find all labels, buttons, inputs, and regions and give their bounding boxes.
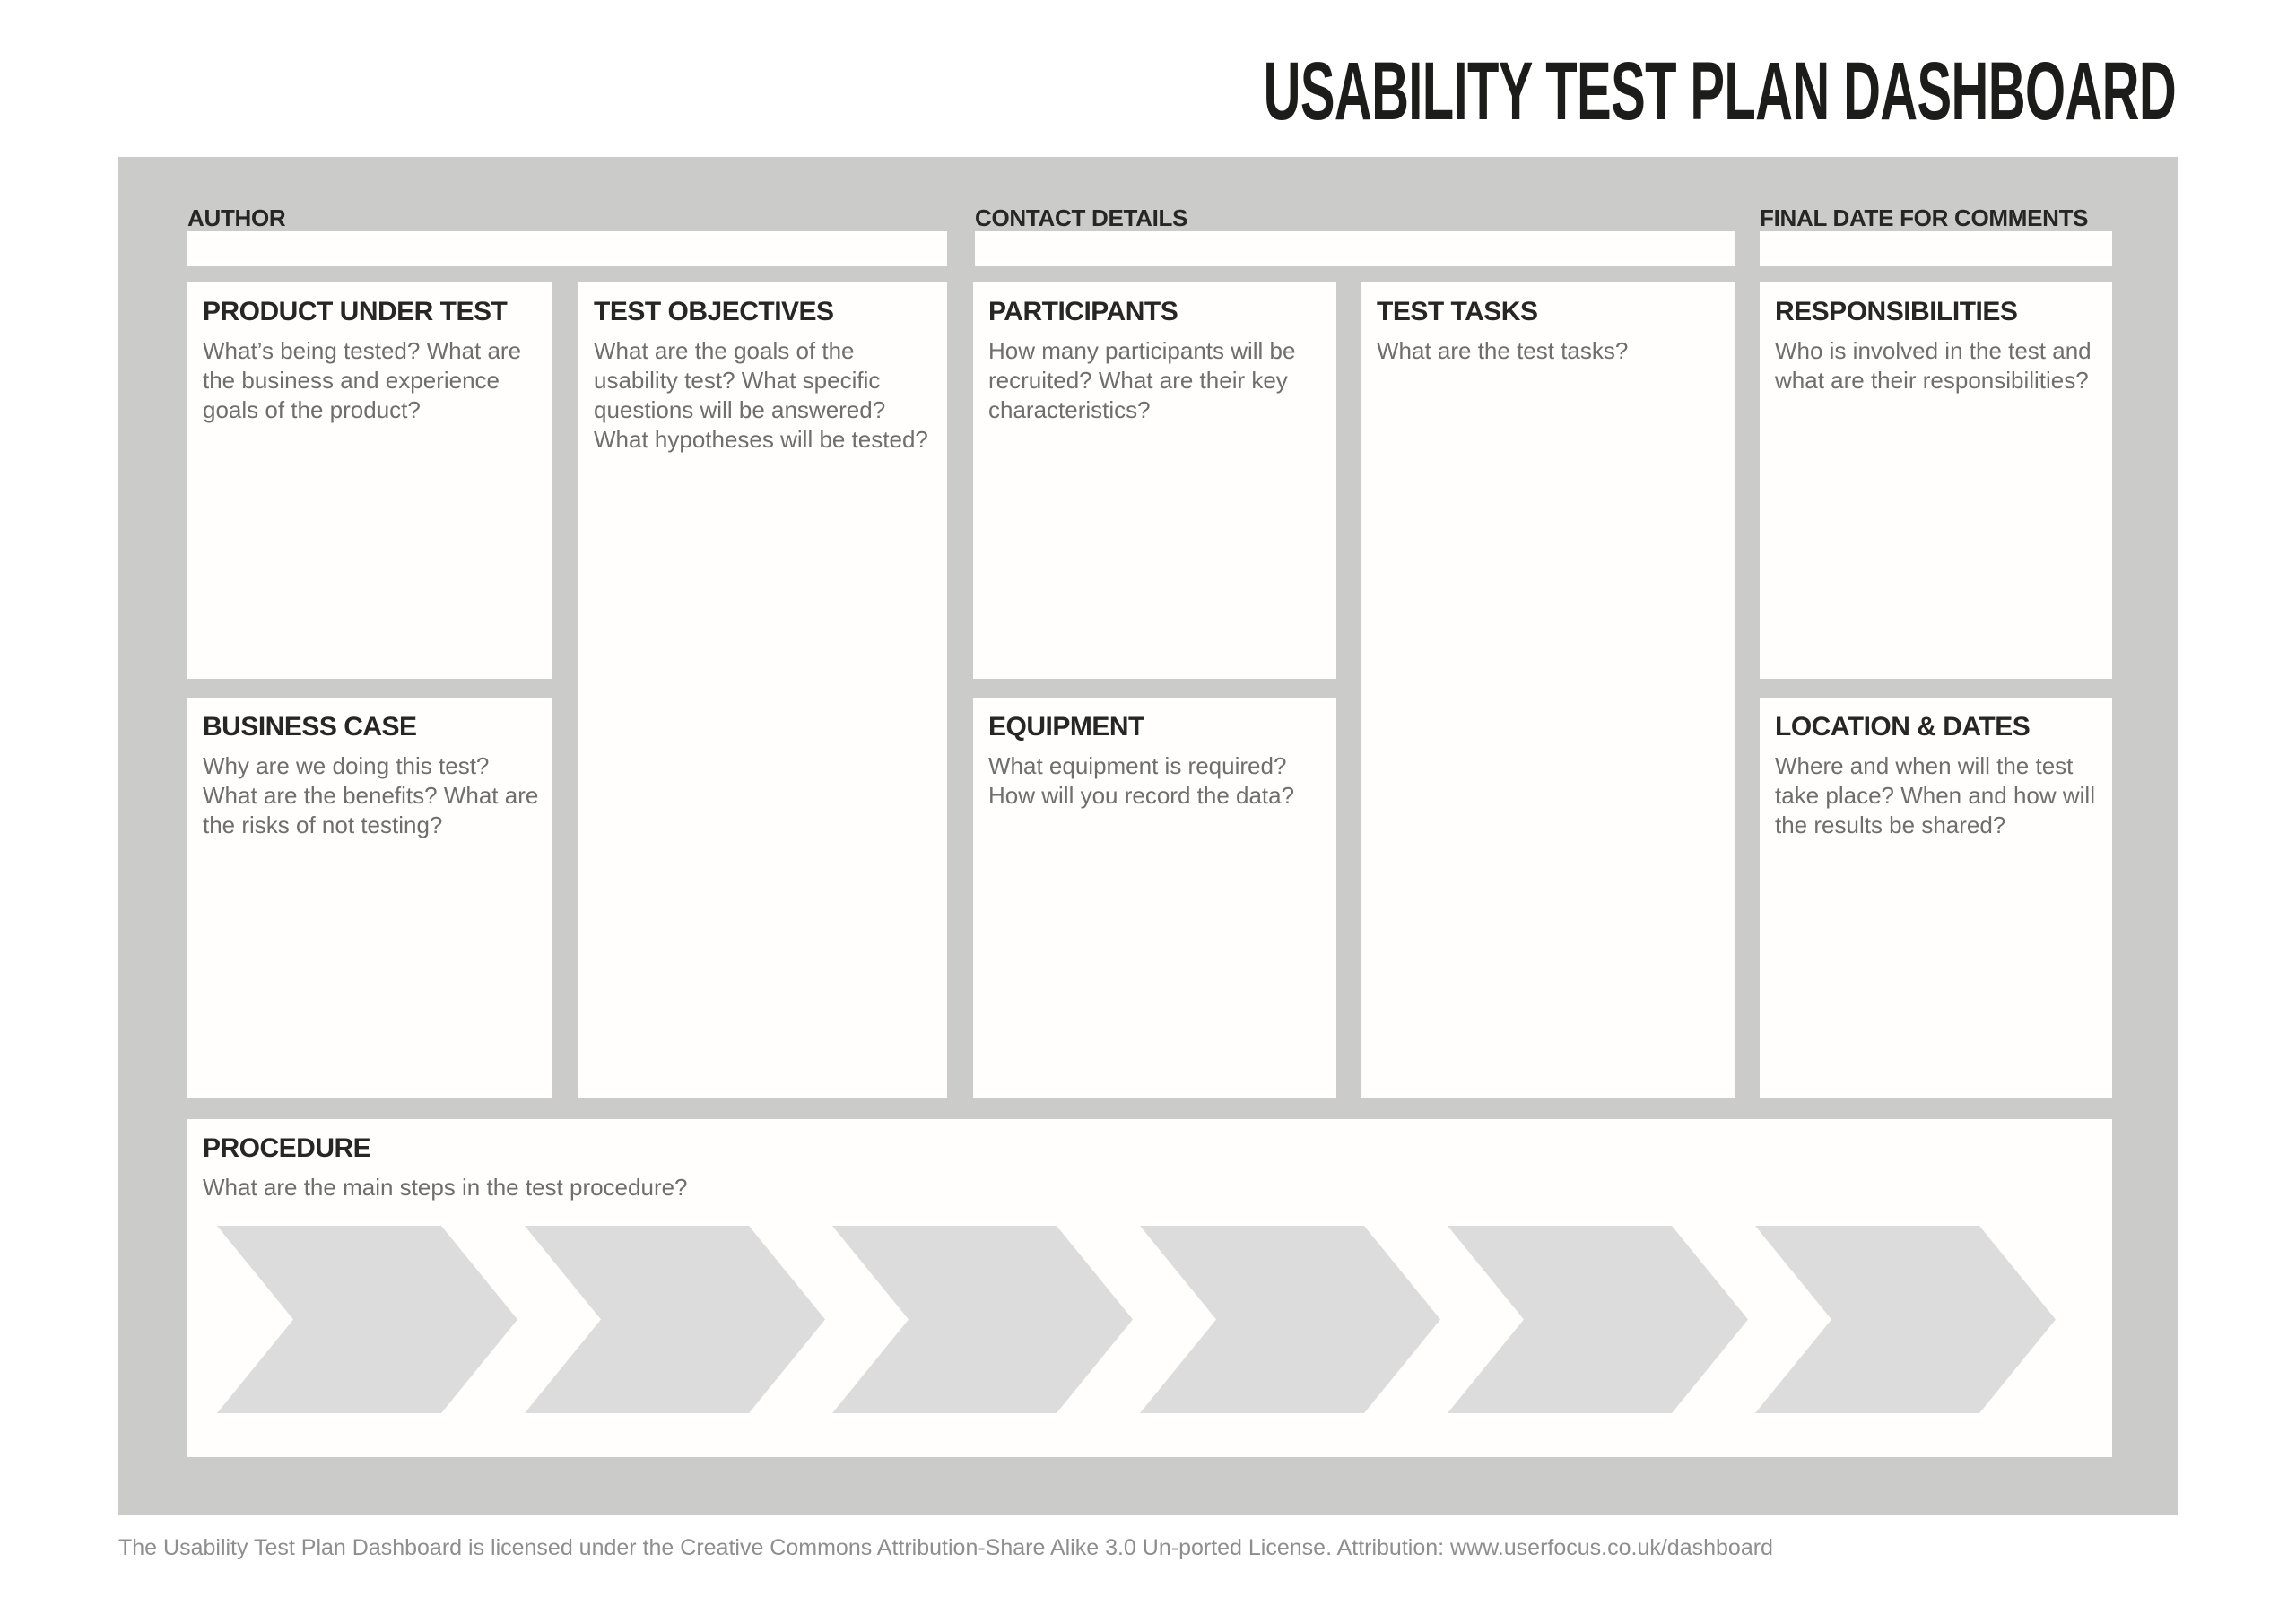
procedure-step-chevron	[1755, 1226, 2056, 1413]
card-equipment: EQUIPMENT What equipment is required? Ho…	[973, 698, 1336, 1098]
card-prompt: What are the main steps in the test proc…	[203, 1174, 688, 1201]
card-location-dates: LOCATION & DATES Where and when will the…	[1760, 698, 2112, 1098]
card-title: BUSINESS CASE	[203, 712, 417, 742]
card-prompt: What are the goals of the usability test…	[594, 337, 928, 453]
procedure-steps	[217, 1226, 2056, 1413]
card-test-tasks: TEST TASKS What are the test tasks?	[1361, 282, 1735, 1098]
card-title: LOCATION & DATES	[1775, 712, 2031, 742]
card-prompt: What’s being tested? What are the busine…	[203, 337, 522, 423]
card-title: PRODUCT UNDER TEST	[203, 297, 508, 326]
card-product-under-test: PRODUCT UNDER TEST What’s being tested? …	[187, 282, 552, 679]
card-title: TEST TASKS	[1377, 297, 1538, 326]
dashboard-panel: AUTHOR CONTACT DETAILS FINAL DATE FOR CO…	[118, 157, 2178, 1515]
card-prompt: Who is involved in the test and what are…	[1775, 337, 2092, 394]
card-title: TEST OBJECTIVES	[594, 297, 834, 326]
procedure-step-chevron	[1140, 1226, 1440, 1413]
contact-details-label: CONTACT DETAILS	[975, 204, 1188, 231]
card-business-case: BUSINESS CASE Why are we doing this test…	[187, 698, 552, 1098]
final-date-field[interactable]	[1760, 231, 2112, 266]
card-responsibilities: RESPONSIBILITIES Who is involved in the …	[1760, 282, 2112, 679]
procedure-step-chevron	[832, 1226, 1133, 1413]
card-prompt: Where and when will the test take place?…	[1775, 752, 2095, 838]
card-procedure: PROCEDURE What are the main steps in the…	[187, 1119, 2112, 1457]
author-label: AUTHOR	[187, 204, 286, 231]
card-participants: PARTICIPANTS How many participants will …	[973, 282, 1336, 679]
card-prompt: How many participants will be recruited?…	[988, 337, 1296, 423]
card-title: EQUIPMENT	[988, 712, 1144, 742]
card-title: PROCEDURE	[203, 1133, 371, 1163]
contact-details-field[interactable]	[975, 231, 1735, 266]
card-title: PARTICIPANTS	[988, 297, 1178, 326]
card-prompt: What equipment is required? How will you…	[988, 752, 1295, 809]
license-text: The Usability Test Plan Dashboard is lic…	[118, 1535, 1773, 1560]
final-date-label: FINAL DATE FOR COMMENTS	[1760, 204, 2089, 231]
card-title: RESPONSIBILITIES	[1775, 297, 2018, 326]
card-prompt: Why are we doing this test? What are the…	[203, 752, 539, 838]
page-title: USABILITY TEST PLAN DASHBOARD	[1263, 46, 2176, 137]
procedure-step-chevron	[1448, 1226, 1748, 1413]
card-test-objectives: TEST OBJECTIVES What are the goals of th…	[578, 282, 947, 1098]
card-prompt: What are the test tasks?	[1377, 337, 1629, 364]
procedure-step-chevron	[217, 1226, 517, 1413]
procedure-step-chevron	[525, 1226, 825, 1413]
author-field[interactable]	[187, 231, 947, 266]
